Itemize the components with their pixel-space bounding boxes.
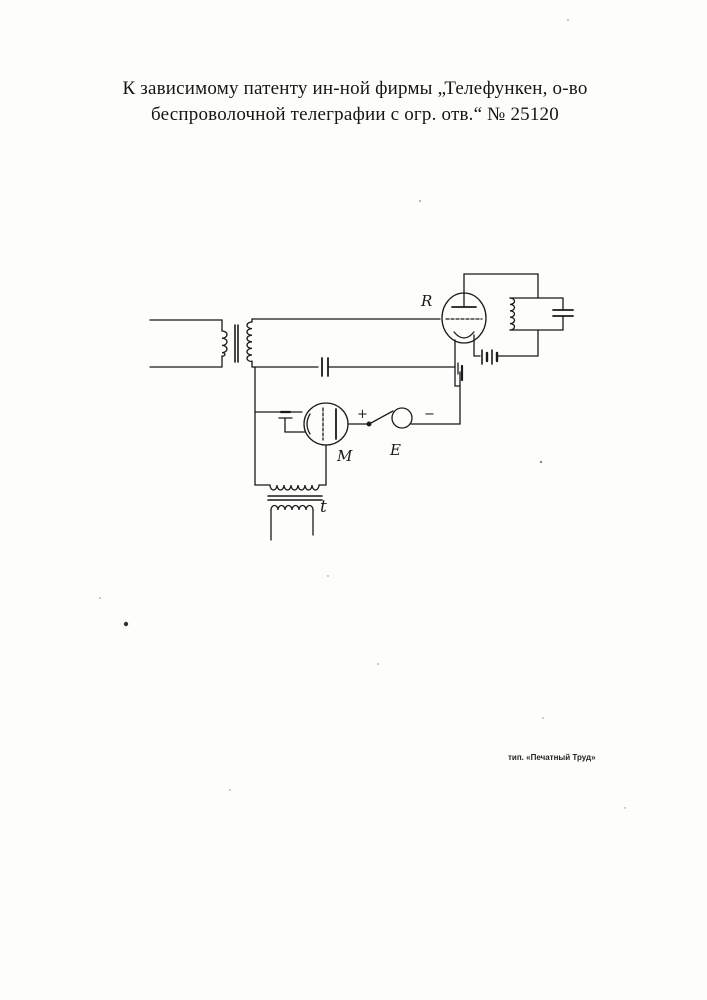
earphone-e [367,408,418,428]
tube-m-battery [279,412,305,432]
filament-battery [455,363,462,386]
printer-imprint: тип. «Печатный Труд» [508,753,596,762]
tube-r [442,274,486,372]
tank-circuit [464,274,573,356]
label-transformer-t: t [320,497,327,517]
output-transformer-t [255,485,326,540]
label-minus: − [424,407,435,422]
input-line [150,320,222,367]
label-tube-m: M [336,447,353,465]
label-earphone-e: E [389,441,401,459]
input-transformer [222,322,252,362]
anode-battery [474,348,538,364]
label-plus: + [357,407,368,422]
coupling-capacitor [322,358,455,376]
label-tube-r: R [420,292,432,310]
